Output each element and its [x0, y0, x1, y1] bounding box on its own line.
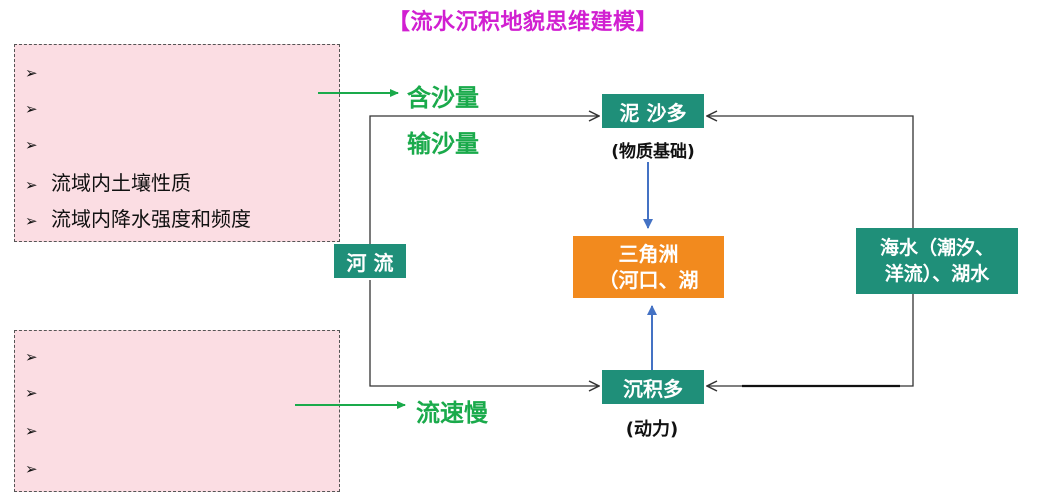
list-item: ➢: [25, 379, 51, 403]
bullet-arrow-icon: ➢: [25, 176, 38, 194]
seawater-to-deposition-line: [708, 294, 914, 386]
bullet-arrow-icon: ➢: [25, 384, 38, 402]
list-item: ➢: [25, 131, 51, 155]
bullet-arrow-icon: ➢: [25, 100, 38, 118]
power-label: (动力): [625, 419, 679, 440]
list-item: ➢: [25, 343, 51, 367]
list-item: ➢: [25, 455, 51, 479]
material-basis-label: (物质基础): [611, 142, 695, 162]
river-to-deposition-line: [369, 280, 598, 386]
bullet-arrow-icon: ➢: [25, 460, 38, 478]
more-deposition-node: 沉积多: [602, 370, 704, 404]
seawater-to-silt-line: [708, 116, 914, 228]
bullet-arrow-icon: ➢: [25, 348, 38, 366]
river-node: 河 流: [334, 244, 406, 278]
bullet-arrow-icon: ➢: [25, 64, 38, 82]
river-to-silt-line: [369, 116, 598, 247]
diagram-title: 【流水沉积地貌思维建模】: [387, 10, 658, 35]
list-item: ➢: [25, 417, 51, 441]
seawater-node: 海水（潮汐、 洋流）、湖水: [856, 228, 1018, 294]
sediment-transport-label: 输沙量: [407, 130, 479, 158]
delta-node-line2: （河口、湖: [598, 268, 699, 292]
factors-box-bottom: ➢ ➢ ➢ ➢: [14, 330, 340, 492]
bullet-arrow-icon: ➢: [25, 422, 38, 440]
more-silt-node: 泥 沙多: [602, 94, 704, 128]
bullet-arrow-icon: ➢: [25, 212, 38, 230]
delta-node-line1: 三角洲: [618, 242, 679, 266]
bullet-arrow-icon: ➢: [25, 136, 38, 154]
list-item: ➢: [25, 95, 51, 119]
factors-box-top: ➢ ➢ ➢ ➢流域内土壤性质 ➢流域内降水强度和频度: [14, 44, 340, 242]
list-item: ➢流域内土壤性质: [25, 171, 191, 195]
delta-node: 三角洲 （河口、湖: [573, 236, 724, 298]
sediment-content-label: 含沙量: [407, 84, 479, 112]
seawater-node-line1: 海水（潮汐、: [879, 237, 994, 259]
seawater-node-line2: 洋流）、湖水: [884, 263, 990, 285]
list-item: ➢: [25, 59, 51, 83]
list-item: ➢流域内降水强度和频度: [25, 207, 251, 231]
slow-flow-label: 流速慢: [416, 399, 488, 427]
